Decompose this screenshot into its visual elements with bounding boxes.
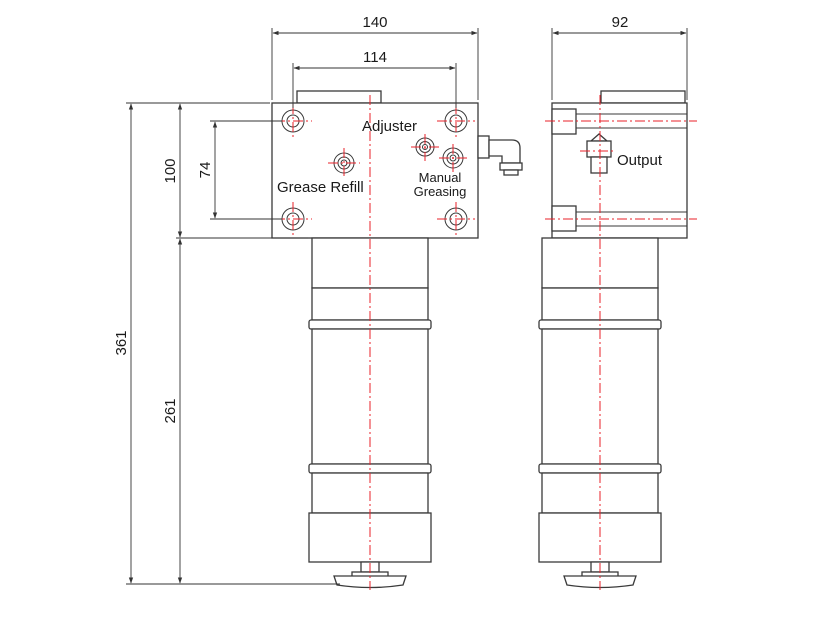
dimension-hole-spacing: 114 [363,49,387,66]
dimension-lines: 140 114 92 361 100 261 74 [113,14,688,585]
manual-greasing-label-line2: Greasing [414,184,467,199]
elbow-fitting-icon [477,135,523,176]
front-view: Adjuster Grease Refill Manual Greasing [271,90,523,590]
grease-refill-label: Grease Refill [277,179,364,196]
dimension-block-height: 100 [162,158,179,183]
adjuster-label: Adjuster [362,118,417,135]
side-view: Output [538,90,697,590]
dimension-total-height: 361 [113,330,130,355]
dimension-front-width: 140 [362,14,387,31]
dimension-side-width: 92 [612,14,629,31]
front-block [271,102,479,239]
manual-greasing-label-line1: Manual [419,170,462,185]
output-fitting-icon [586,133,612,174]
dimension-reservoir-height: 261 [162,398,179,423]
output-label: Output [617,152,663,169]
dimension-vertical-hole-spacing: 74 [197,162,214,179]
